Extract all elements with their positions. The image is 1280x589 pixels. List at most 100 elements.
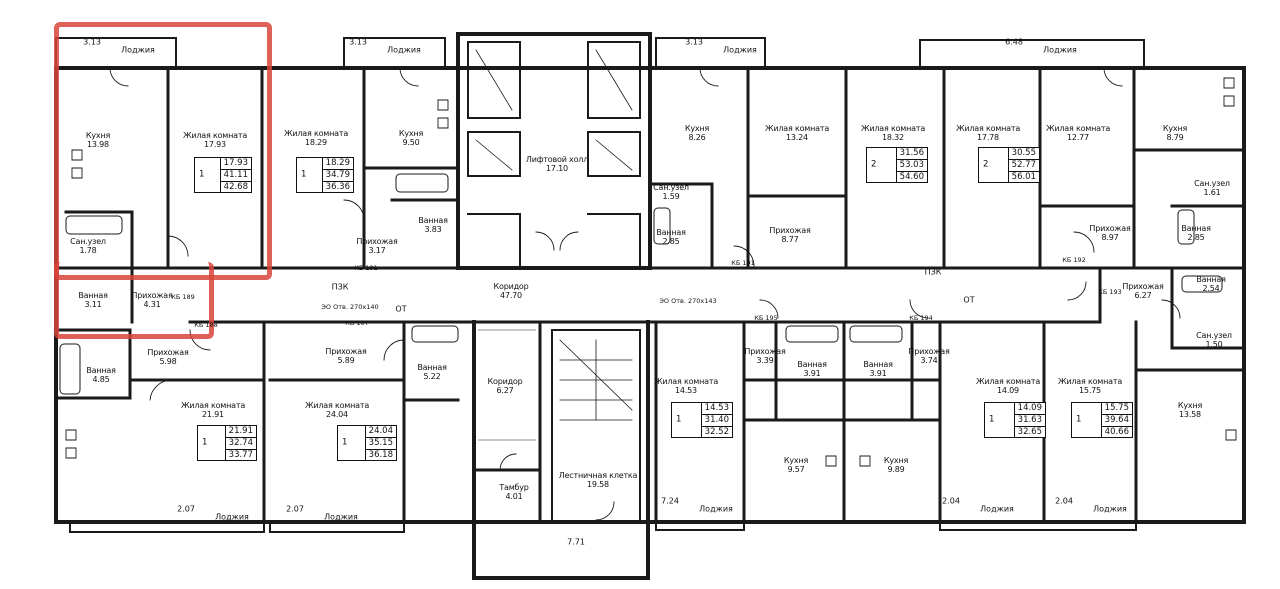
tag-ks7: КБ 195	[754, 314, 778, 322]
tag-ks3: КБ 192	[1062, 256, 1086, 264]
room-name: Прихожая	[131, 291, 173, 300]
room-area: 15.75	[1079, 386, 1101, 395]
room-name: Ванная	[86, 366, 116, 375]
room-name: Прихожая	[769, 226, 811, 235]
area-value: 30.55	[1008, 148, 1039, 160]
room-area: 4.85	[92, 375, 110, 384]
room-area: 18.32	[882, 133, 904, 142]
tag-ks5: КБ 188	[194, 321, 218, 329]
room-area: 17.93	[204, 140, 226, 149]
area-value: 31.63	[1014, 415, 1045, 427]
room-name: Жилая комната	[955, 124, 1021, 133]
room-area: 13.58	[1179, 410, 1201, 419]
room-count: 1	[199, 169, 205, 180]
selected-apartment-highlight-lower	[54, 262, 214, 339]
area-value: 32.74	[225, 438, 256, 450]
room-name: Тамбур	[499, 483, 529, 492]
loggia-label-l8: Лоджия	[980, 504, 1014, 514]
room-name: Кухня	[1177, 401, 1203, 410]
loggia-label-l7: Лоджия	[699, 504, 733, 514]
room-area: 3.11	[84, 300, 102, 309]
tag-ks1: КБ 191	[354, 264, 378, 272]
room-name: Прихожая	[744, 347, 786, 356]
room-area: 5.89	[337, 356, 355, 365]
room-area: 3.91	[869, 369, 887, 378]
room-name: Жилая комната	[180, 401, 246, 410]
room-name: Кухня	[85, 131, 111, 140]
room-name: Прихожая	[325, 347, 367, 356]
room-name: Жилая комната	[975, 377, 1041, 386]
room-name: Коридор	[487, 377, 523, 386]
room-area: 3.74	[920, 356, 938, 365]
room-area: 24.04	[326, 410, 348, 419]
area-value: 32.65	[1017, 427, 1042, 437]
room-name: Прихожая	[1122, 282, 1164, 291]
room-area: 18.29	[305, 138, 327, 147]
loggia-label-l3: Лоджия	[723, 45, 757, 55]
room-name: Кухня	[684, 124, 710, 133]
loggia-label-l6: Лоджия	[324, 512, 358, 522]
area-value: 56.01	[1011, 172, 1036, 182]
room-name: Жилая комната	[653, 377, 719, 386]
room-area: 13.98	[87, 140, 109, 149]
room-name: Ванная	[656, 228, 686, 237]
area-value: 39.64	[1101, 415, 1132, 427]
room-count: 1	[1076, 414, 1082, 425]
loggia-area-l2: 3.13	[349, 37, 367, 47]
room-area: 17.78	[977, 133, 999, 142]
room-name: Прихожая	[908, 347, 950, 356]
room-area: 3.39	[756, 356, 774, 365]
tag-eo2: ЭО Отв. 270x143	[659, 297, 717, 305]
area-value: 15.75	[1101, 403, 1132, 415]
room-area: 5.22	[423, 372, 441, 381]
loggia-area-l3: 3.13	[685, 37, 703, 47]
room-area: 1.50	[1205, 340, 1223, 349]
room-area: 8.97	[1101, 233, 1119, 242]
room-name: Сан.узел	[1196, 331, 1232, 340]
tag-ot2: ОТ	[963, 295, 975, 305]
room-area: 9.57	[787, 465, 805, 474]
area-value: 54.60	[899, 172, 924, 182]
room-name: Сан.узел	[653, 183, 689, 192]
room-area: 13.24	[786, 133, 808, 142]
tag-ks4: КБ 193	[1098, 288, 1122, 296]
room-area: 9.89	[887, 465, 905, 474]
area-value: 18.29	[322, 158, 353, 170]
area-value: 17.93	[220, 158, 251, 170]
area-value: 33.77	[228, 450, 253, 460]
room-area: 8.79	[1166, 133, 1184, 142]
room-name: Лестничная клетка	[558, 471, 638, 480]
room-area: 6.27	[496, 386, 514, 395]
room-area: 1.59	[662, 192, 680, 201]
room-name: Ванная	[418, 216, 448, 225]
room-name: Жилая комната	[764, 124, 830, 133]
loggia-label-l5: Лоджия	[215, 512, 249, 522]
loggia-label-l2: Лоджия	[387, 45, 421, 55]
loggia-label-l9: Лоджия	[1093, 504, 1127, 514]
room-name: Кухня	[398, 129, 424, 138]
